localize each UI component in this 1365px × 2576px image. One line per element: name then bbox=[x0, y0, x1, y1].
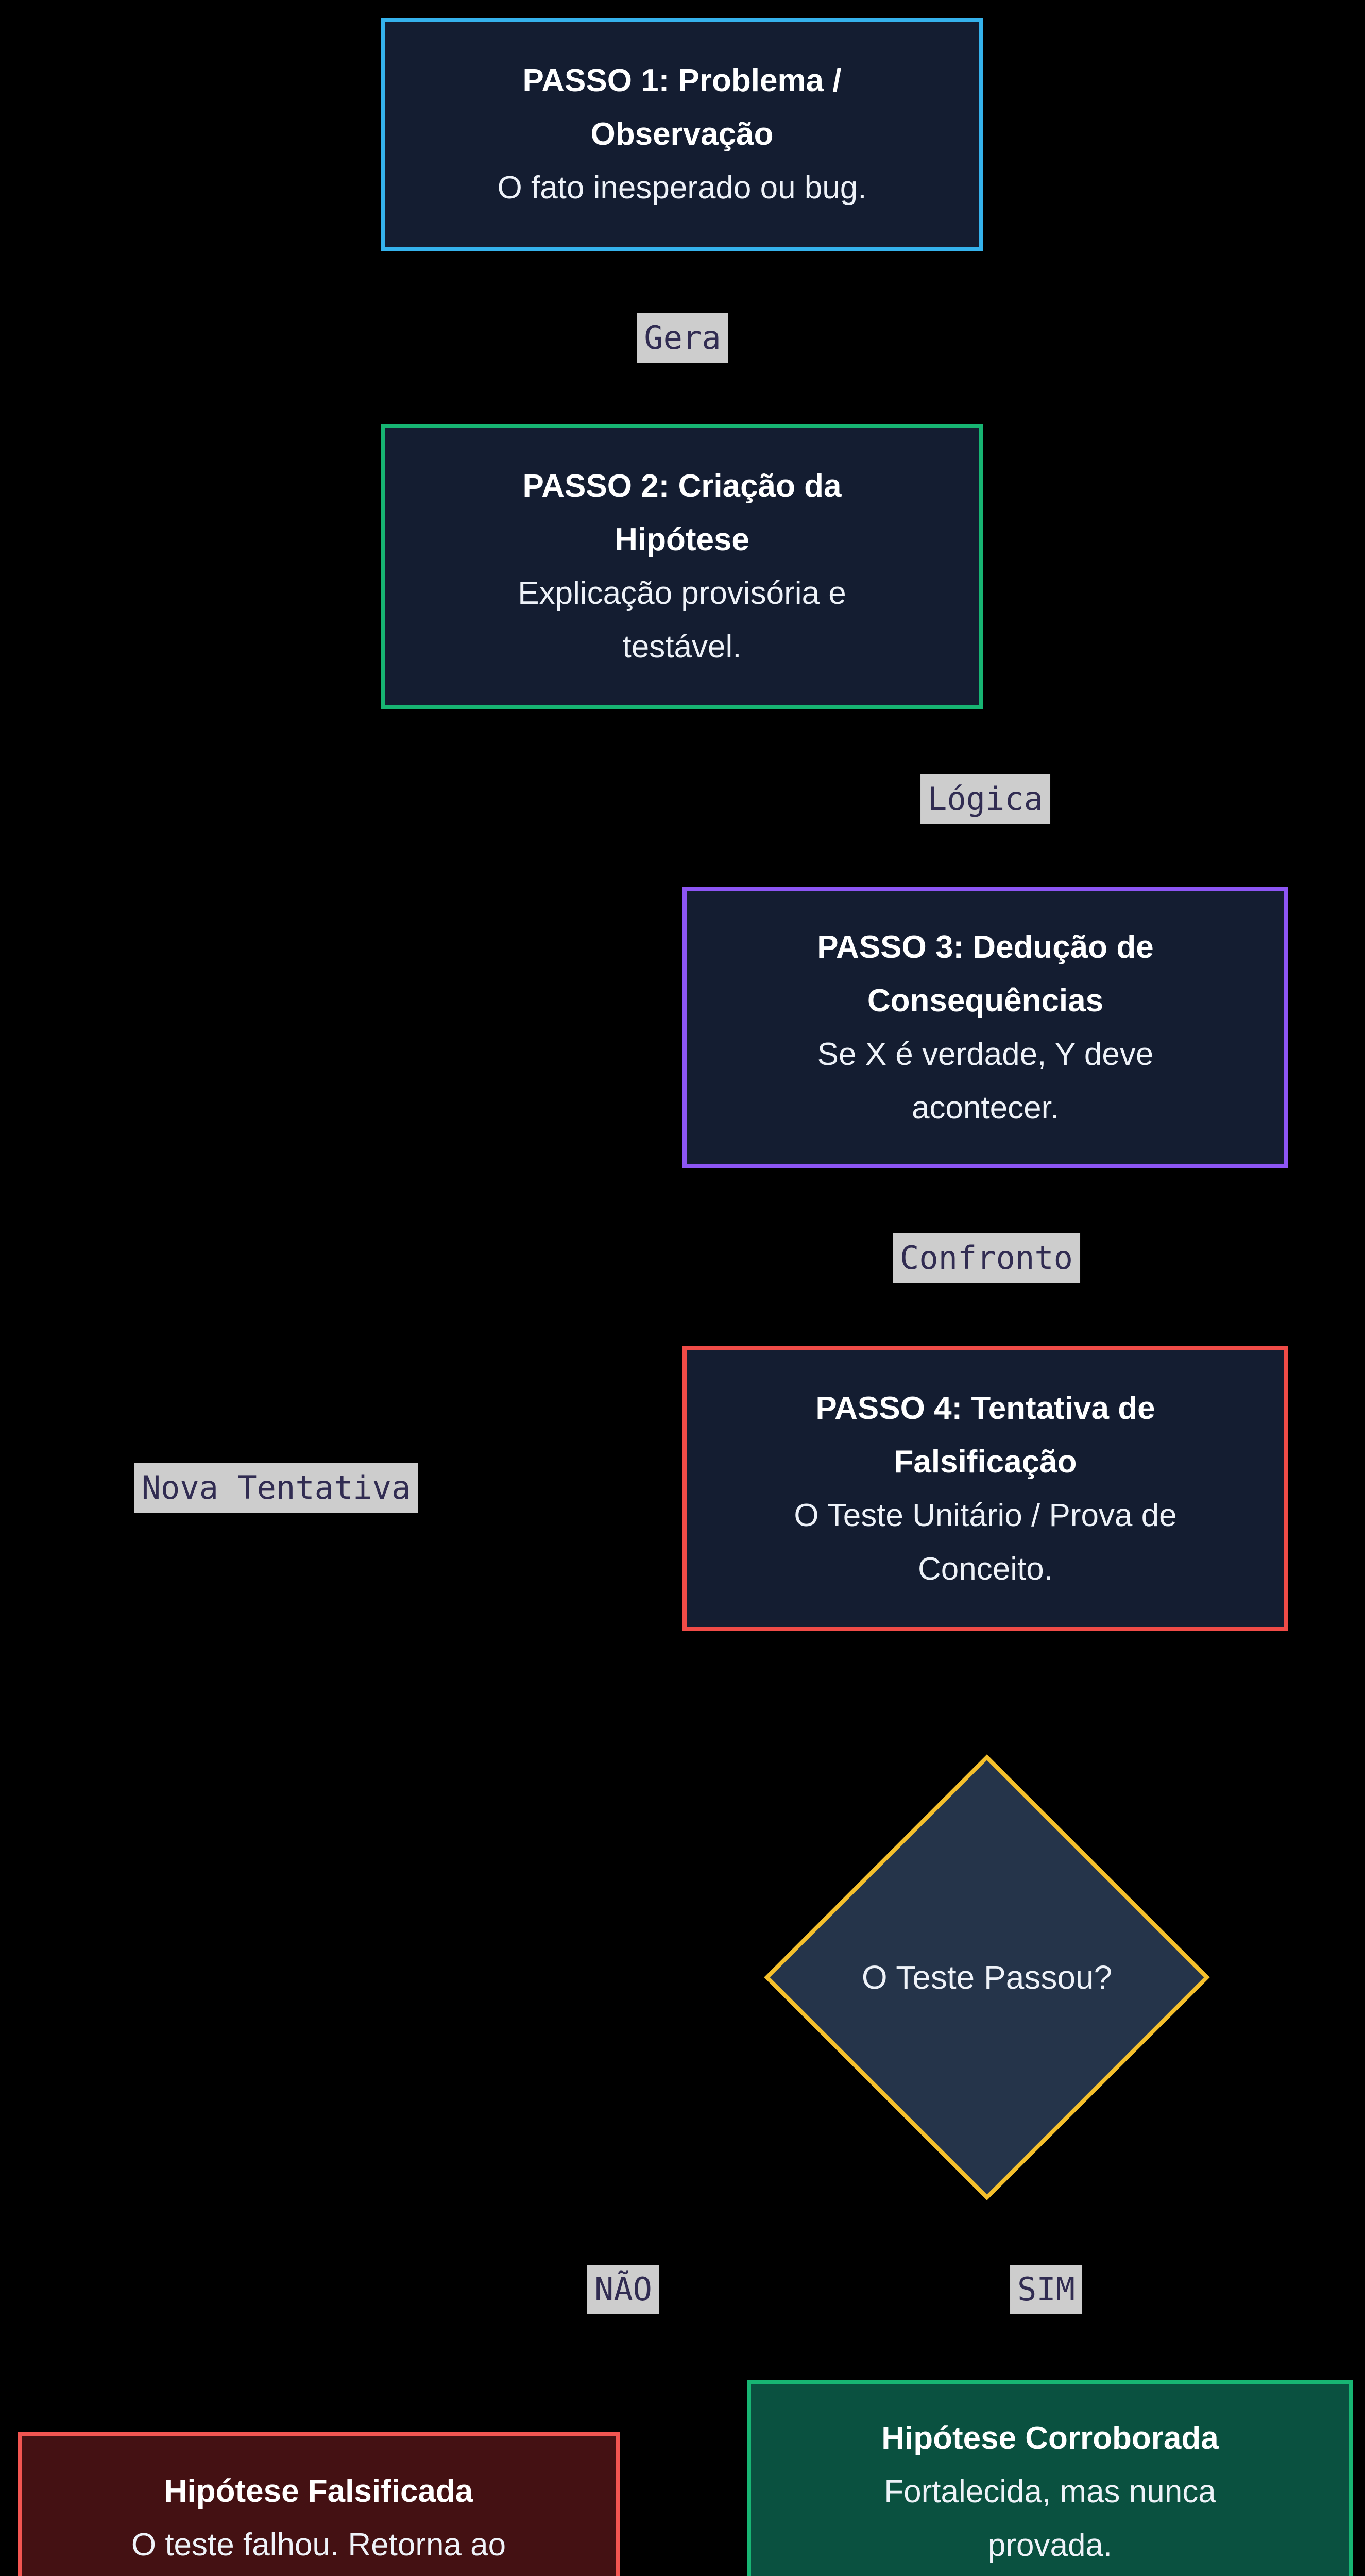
edge-label-nova-tentativa: Nova Tentativa bbox=[134, 1463, 418, 1513]
node-body-line: provada. bbox=[987, 2527, 1113, 2563]
node-title-line: Hipótese Corroborada bbox=[881, 2420, 1219, 2456]
node-body-line: Fortalecida, mas nunca bbox=[884, 2473, 1216, 2510]
node-passo-4: PASSO 4: Tentativa de Falsificação O Tes… bbox=[682, 1346, 1288, 1631]
edge-label-sim: SIM bbox=[1010, 2265, 1082, 2314]
node-title-line: Consequências bbox=[867, 982, 1104, 1019]
node-title-line: Hipótese bbox=[615, 521, 749, 557]
node-hipotese-corroborada: Hipótese Corroborada Fortalecida, mas nu… bbox=[747, 2380, 1353, 2576]
node-title-line: PASSO 3: Dedução de bbox=[817, 929, 1154, 965]
node-body-line: acontecer. bbox=[911, 1090, 1060, 1126]
node-body-line: Passo 2. bbox=[257, 2572, 381, 2576]
node-body-line: testável. bbox=[622, 629, 742, 665]
node-passo-3: PASSO 3: Dedução de Consequências Se X é… bbox=[682, 887, 1288, 1168]
node-decision-teste-passou: O Teste Passou? bbox=[764, 1754, 1210, 2200]
edge-label-confronto: Confronto bbox=[893, 1233, 1080, 1283]
node-body-line: Continua aberta a novos bbox=[876, 2572, 1224, 2576]
node-title-line: Observação bbox=[590, 116, 774, 152]
node-title-line: PASSO 1: Problema / bbox=[522, 63, 842, 98]
node-title-line: PASSO 4: Tentativa de bbox=[815, 1390, 1155, 1426]
node-title-line: Hipótese Falsificada bbox=[164, 2473, 473, 2509]
node-passo-1: PASSO 1: Problema / Observação O fato in… bbox=[381, 18, 983, 251]
node-body-line: Conceito. bbox=[918, 1551, 1053, 1587]
node-body-line: O fato inesperado ou bug. bbox=[497, 170, 867, 206]
edge-label-gera: Gera bbox=[637, 313, 728, 363]
node-title-line: Falsificação bbox=[894, 1444, 1077, 1480]
node-body-line: Explicação provisória e bbox=[518, 575, 846, 611]
node-body-line: O teste falhou. Retorna ao bbox=[131, 2527, 506, 2563]
decision-text: O Teste Passou? bbox=[861, 1959, 1113, 1996]
edge-label-logica: Lógica bbox=[920, 774, 1050, 824]
node-hipotese-falsificada: Hipótese Falsificada O teste falhou. Ret… bbox=[18, 2432, 620, 2576]
node-body-line: O Teste Unitário / Prova de bbox=[794, 1497, 1177, 1533]
node-body-line: Se X é verdade, Y deve bbox=[817, 1036, 1154, 1072]
node-title-line: PASSO 2: Criação da bbox=[522, 468, 842, 504]
edge-label-nao: NÃO bbox=[587, 2265, 659, 2314]
node-passo-2: PASSO 2: Criação da Hipótese Explicação … bbox=[381, 424, 983, 709]
